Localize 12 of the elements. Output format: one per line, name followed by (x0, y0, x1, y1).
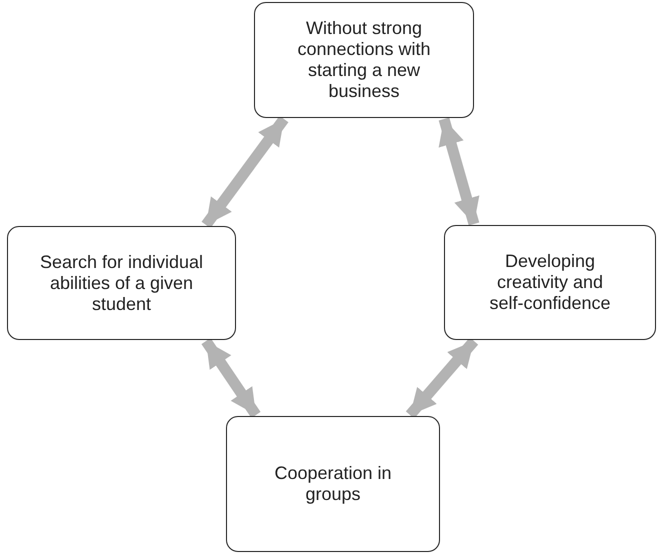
double-arrow (438, 118, 480, 226)
double-arrow (202, 116, 288, 228)
rounded-box (254, 2, 474, 118)
rounded-box (444, 225, 656, 340)
box-text: Without strong connections with starting a new business (296, 18, 432, 102)
double-arrow (406, 337, 478, 419)
box-text: Cooperation in groups (273, 463, 393, 505)
box-text: Search for individual abilities of a given student (38, 252, 204, 314)
rounded-box (7, 226, 236, 340)
box-text: Developing creativity and self-confidence (488, 251, 612, 314)
rounded-box (226, 416, 440, 552)
double-arrow (201, 338, 261, 418)
